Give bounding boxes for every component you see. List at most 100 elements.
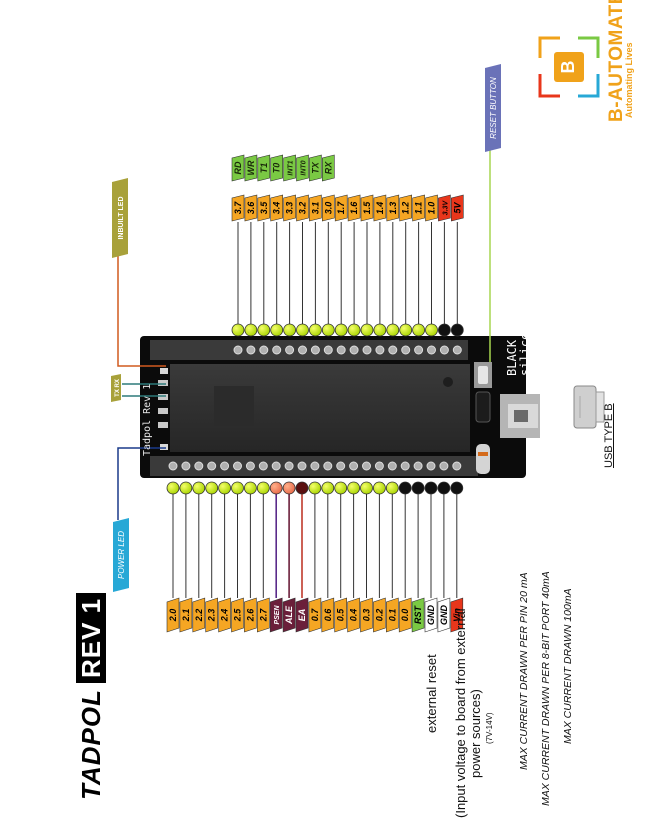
tx-rx-tag-bg [111,374,121,402]
bottom-pin-dot [424,481,438,495]
top-header-hole [388,345,398,355]
bottom-header-hole [387,461,397,471]
bottom-pin-dot [282,481,296,495]
top-pin-label: 1.6 [347,194,361,222]
top-pin-label: 1.4 [373,194,387,222]
top-pin-label-bg [347,194,361,222]
top-pin-label: 1.1 [412,194,425,222]
top-header-strip [150,340,468,360]
external-reset-note: external reset [424,654,439,733]
top-pin-label: 5V [450,194,464,222]
top-pin-label-text: 3.4 [272,202,282,215]
bottom-header-hole [336,461,346,471]
title-main: TADPOL [76,689,106,800]
bottom-header-hole [323,461,333,471]
inbuilt-led-callout: INBUILT LED [112,178,128,258]
top-pin-label-text: 3.1 [310,202,320,215]
bottom-pin-label-text: GND [439,605,449,626]
bottom-pin-label: PSEN [269,597,283,633]
top-pin-label-bg [231,194,245,222]
reset-button-tag-text: RESET BUTTON [489,77,498,139]
top-header-hole [259,345,269,355]
bottom-header-hole [168,461,178,471]
bottom-pin-label: 2.0 [166,597,180,633]
top-pin-dot [373,323,387,337]
top-function-label-text: T1 [259,163,269,174]
logo-b-square [554,52,584,82]
bottom-header-hole [310,461,320,471]
logo-bracket-bl [538,74,560,98]
top-pin-label: 1.3 [386,194,400,222]
reset-button-cap [478,366,488,384]
top-pin-label-text: 1.7 [336,201,346,215]
top-pin-label-text: 3.6 [246,201,256,215]
bottom-header-hole [284,461,294,471]
bottom-header-hole [220,461,230,471]
bottom-pin-dot [437,481,451,495]
top-pin-label-bg [438,194,451,222]
bottom-pin-label: GND [424,597,438,633]
bottom-pin-label-bg [373,597,386,633]
bottom-pin-label-text: 0.2 [374,609,384,622]
smd-resistor [158,380,168,386]
bottom-header-hole [181,461,191,471]
fuse [476,444,490,474]
top-function-label: T0 [270,154,284,182]
bottom-header-hole [374,461,384,471]
bottom-pin-label-text: 2.4 [220,609,230,623]
title-rev-badge: REV 1 [76,592,106,684]
tadpol-board [140,336,540,478]
inbuilt-led-tag-bg [112,178,128,258]
current-note-total: MAX CURRENT DRAWN 100mA [562,588,574,744]
power-led-component [160,444,168,450]
bottom-pin-label-text: 0.1 [387,609,397,622]
bottom-pin-label-text: 0.6 [323,608,333,622]
bottom-pin-dot [192,481,206,495]
bottom-pin-label-bg [256,597,270,633]
top-pin-label-bg [386,194,400,222]
bottom-header-hole [400,461,410,471]
bottom-pin-label: 2.2 [192,597,206,633]
top-pin-dot [244,323,258,337]
bottom-header-hole [362,461,371,471]
bottom-pin-label: 0.6 [321,597,335,633]
bottom-pin-label: 0.4 [347,597,360,633]
top-header-hole [414,345,424,355]
bottom-pin-label: GND [437,597,451,633]
bottom-pin-label-text: RST [413,604,423,624]
bottom-pin-label-bg [244,597,257,633]
bottom-pin-label-bg [192,597,206,633]
bottom-pin-label-text: GND [426,605,436,626]
bottom-pin-dot [166,481,180,495]
bottom-pin-dot [243,481,257,495]
top-pin-label-bg [321,194,335,222]
top-header-hole [336,345,346,355]
reset-button-callout: RESET BUTTON [485,64,501,152]
bottom-pin-dot [218,481,232,495]
bottom-pin-label-text: 2.7 [258,608,268,623]
top-header-hole [298,345,307,355]
bottom-pin-label-bg [282,597,296,633]
bottom-pin-label: 0.5 [334,597,348,633]
top-function-label-text: INT0 [301,160,308,175]
top-function-label-bg [309,154,322,182]
bottom-pin-label: ALE [282,597,296,633]
bottom-pin-dot [334,481,348,495]
top-pin-dot [412,323,426,337]
top-pin-label-bg [425,194,438,222]
bottom-pin-label-text: Vin [452,608,462,622]
top-header-hole [349,345,359,355]
page-title: TADPOL REV 1 [76,592,107,800]
top-header-hole [310,345,320,355]
logo-bracket-tr [578,36,600,58]
bottom-pin-dot [398,481,412,495]
top-pin-dot [334,323,348,337]
top-pin-dot [231,323,245,337]
top-header-hole [233,345,243,355]
bottom-pin-label-bg [398,597,412,633]
smd-resistor [158,422,168,428]
bottom-pin-label-bg [166,597,180,633]
bottom-pin-label-bg [179,597,193,633]
